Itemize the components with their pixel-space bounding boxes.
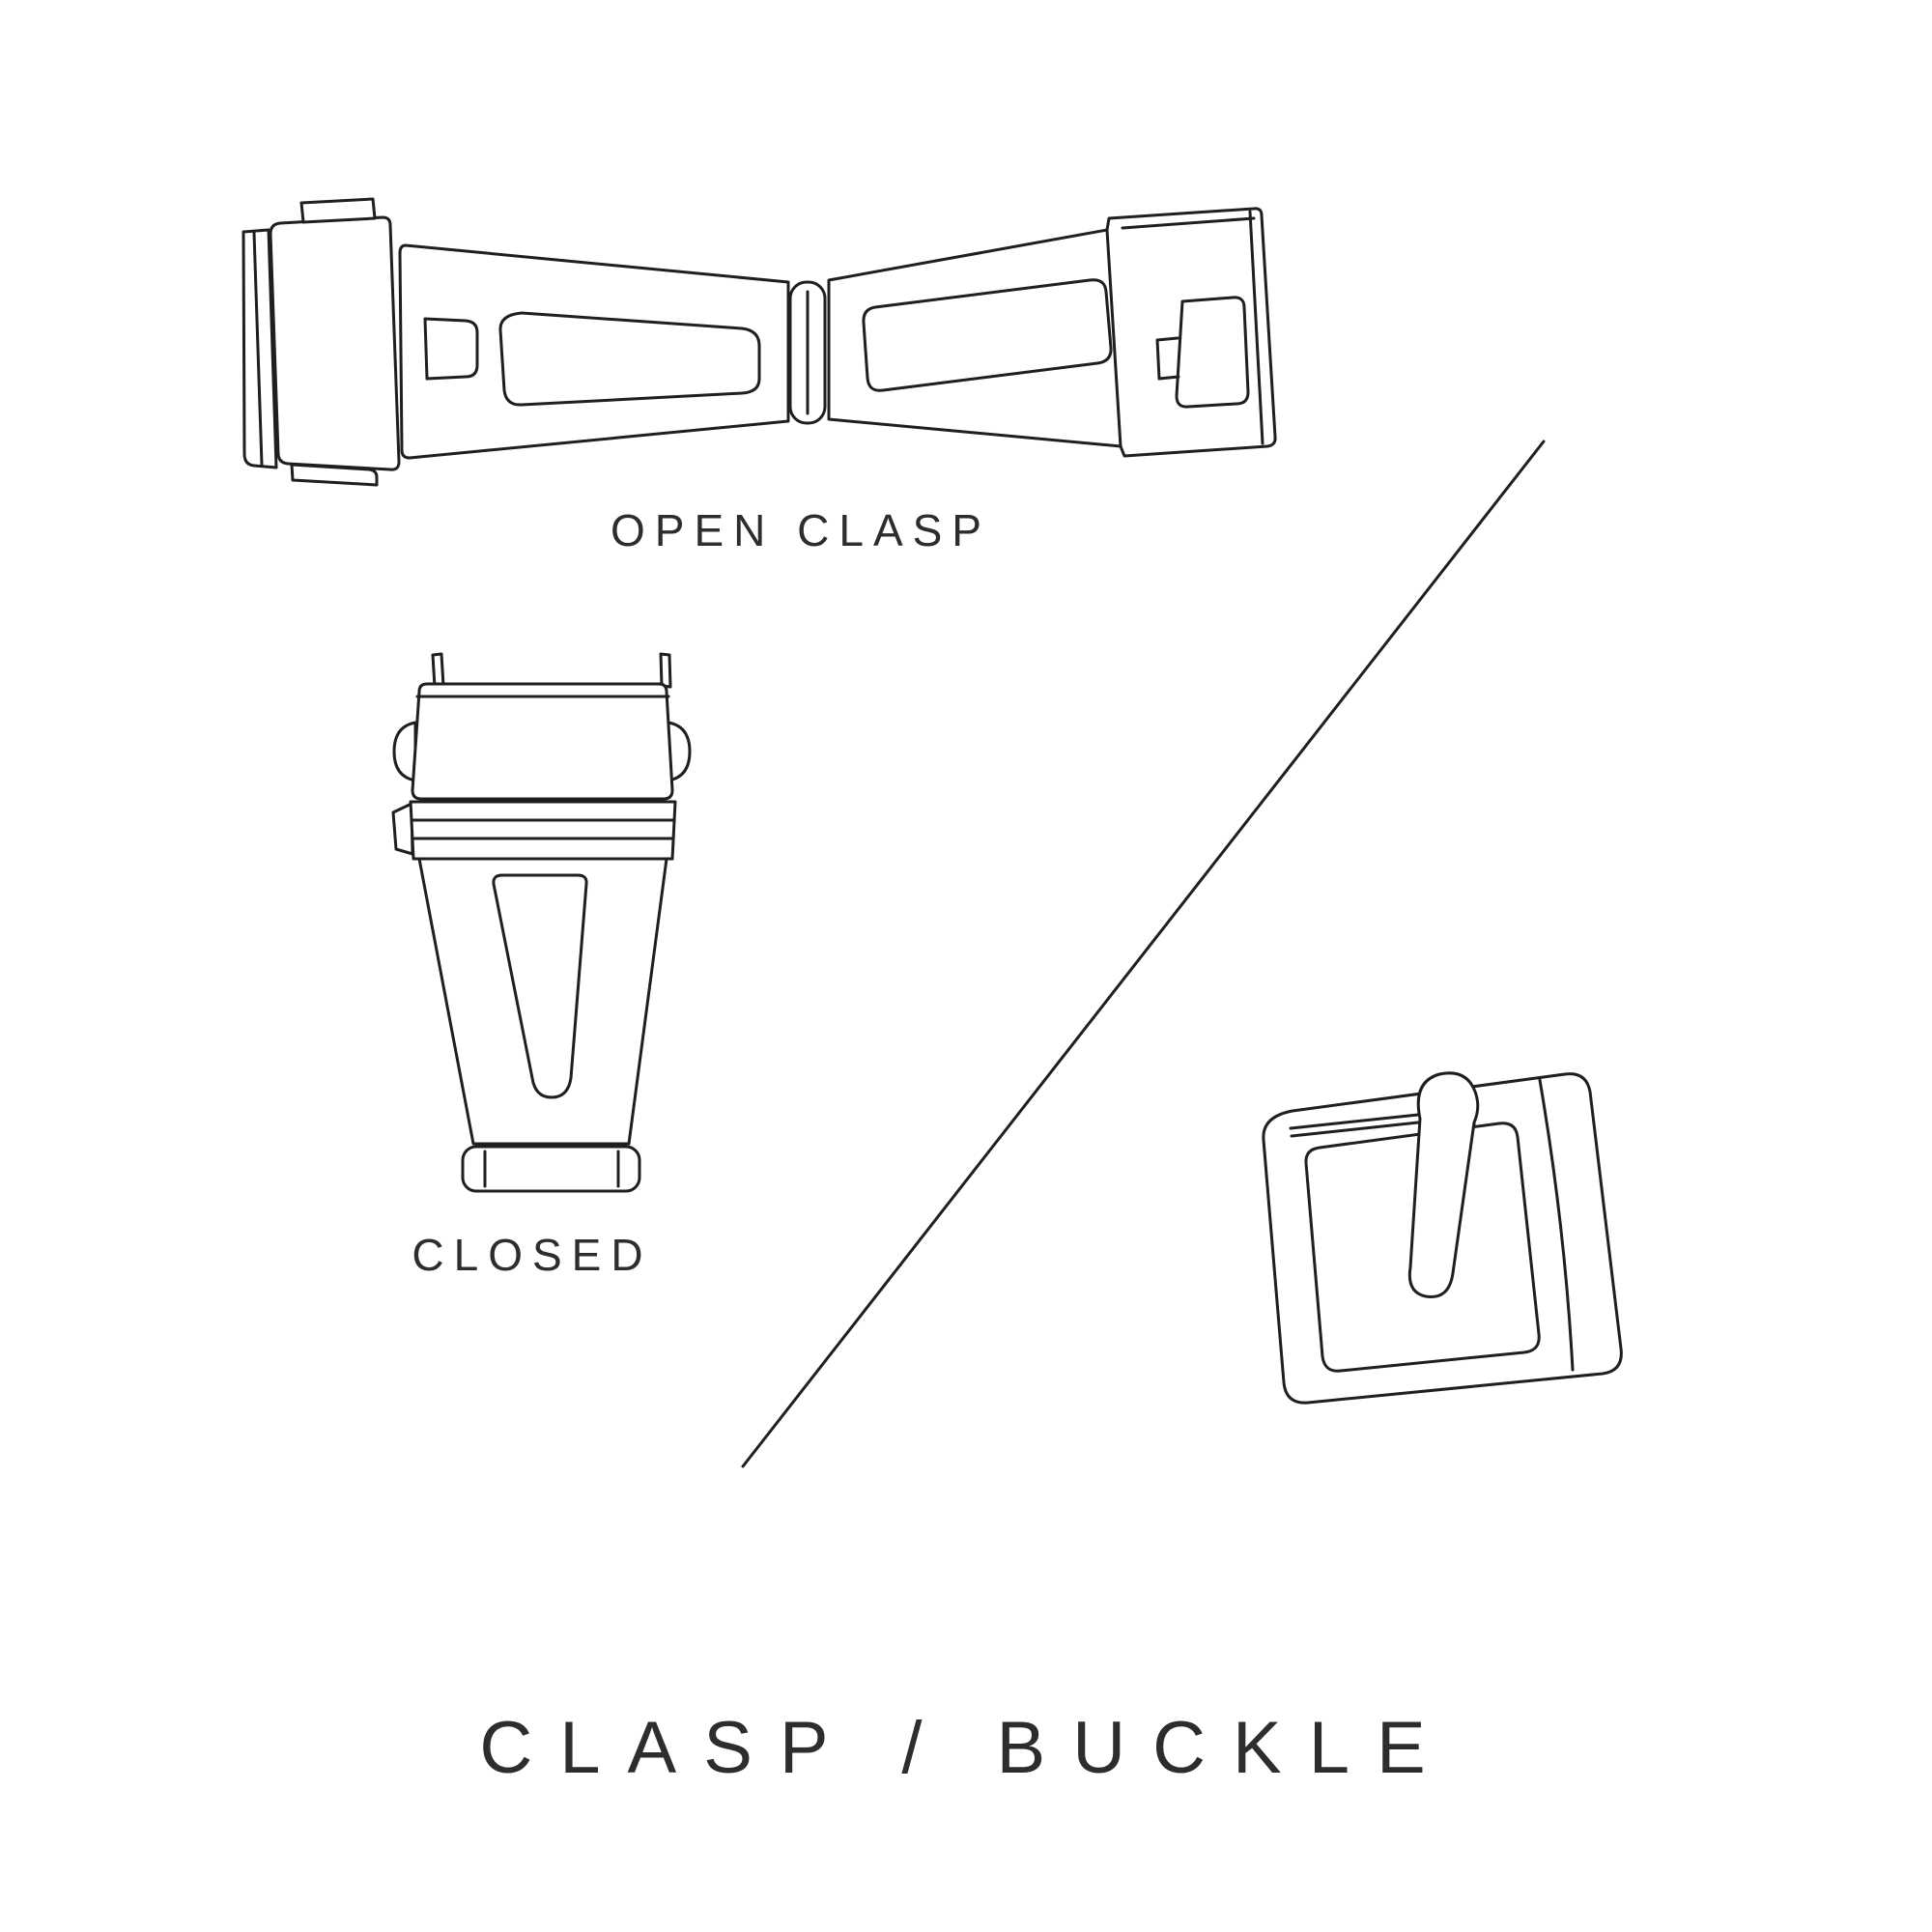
open-clasp-label: OPEN CLASP	[611, 505, 991, 555]
diagonal-divider-line	[741, 440, 1546, 1468]
closed-clasp-label: CLOSED	[412, 1230, 653, 1280]
open-clasp-illustration	[242, 197, 1277, 487]
closed-clasp-illustration	[391, 652, 692, 1193]
pin-buckle-illustration	[1262, 1071, 1623, 1405]
diagram-title: CLASP / BUCKLE	[479, 1707, 1453, 1789]
